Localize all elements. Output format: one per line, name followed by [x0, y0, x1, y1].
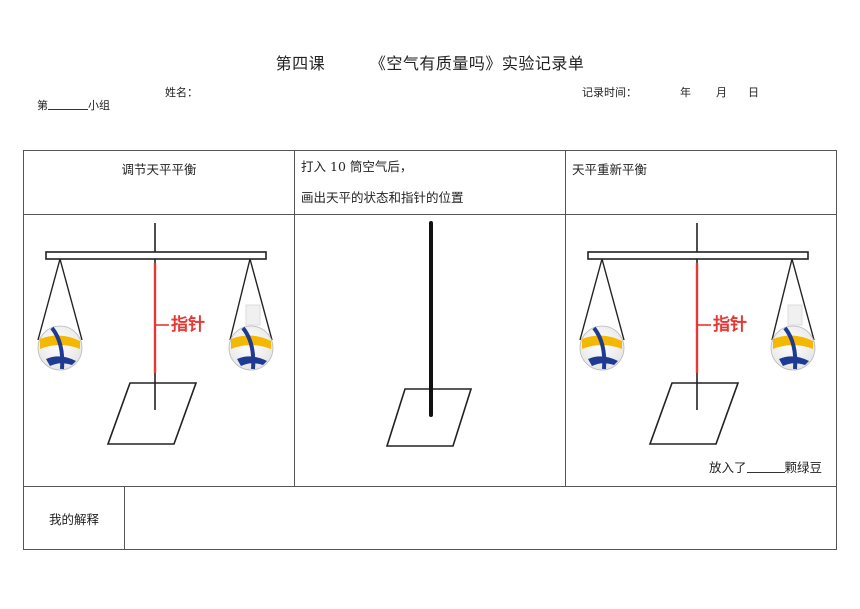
header-cell-balance: 调节天平平衡 — [22, 150, 296, 215]
draw-area-cell[interactable] — [294, 214, 567, 487]
beans-count-blank[interactable] — [746, 462, 785, 473]
rebalanced-scale-cell: 指针 放入了颗 — [565, 214, 838, 487]
pointer-label: 指针 — [171, 314, 205, 335]
right-string-a — [229, 258, 251, 341]
right-needle-cap — [245, 304, 261, 326]
year-label: 年 — [680, 86, 691, 99]
left-string-b — [59, 258, 83, 341]
left-string-a — [579, 258, 603, 341]
group-prefix: 第 — [37, 99, 48, 112]
record-table: 调节天平平衡 打入 10 筒空气后， 画出天平的状态和指针的位置 天平重新平衡 — [22, 150, 838, 550]
pointer-label: 指针 — [713, 314, 747, 335]
header-after-air-line2: 画出天平的状态和指针的位置 — [301, 190, 464, 205]
record-time-label: 记录时间： — [582, 86, 637, 99]
right-string-b — [249, 258, 273, 341]
right-volleyball — [228, 304, 274, 371]
explain-answer-area[interactable] — [123, 486, 838, 550]
beans-caption: 放入了 颗绿豆 — [709, 457, 822, 476]
drawing-row: 指针 — [22, 214, 838, 487]
right-string-a — [771, 258, 793, 341]
caption-prefix: 放入了 — [708, 460, 747, 475]
header-cell-after-air: 打入 10 筒空气后， 画出天平的状态和指针的位置 — [294, 150, 567, 215]
page-title: 第四课 《空气有质量吗》实验记录单 — [275, 54, 585, 73]
left-string-a — [37, 258, 61, 341]
draw-area-drawing — [385, 221, 473, 447]
left-string-b — [601, 258, 625, 341]
scale-beam — [45, 251, 267, 260]
caption-suffix: 颗绿豆 — [784, 460, 823, 475]
rebalanced-scale-drawing: 指针 — [579, 223, 816, 445]
explain-label: 我的解释 — [23, 486, 125, 550]
scale-base — [648, 382, 740, 445]
day-label: 日 — [748, 86, 759, 99]
right-needle-cap — [787, 304, 803, 326]
balanced-scale-drawing: 指针 — [37, 223, 274, 445]
header-row: 调节天平平衡 打入 10 筒空气后， 画出天平的状态和指针的位置 天平重新平衡 — [22, 150, 838, 215]
header-cell-rebalance: 天平重新平衡 — [565, 150, 838, 215]
month-label: 月 — [716, 86, 727, 99]
balanced-scale-cell: 指针 — [22, 214, 296, 487]
draw-area-base — [385, 388, 473, 447]
group-blank[interactable] — [48, 99, 88, 110]
scale-base — [106, 382, 198, 445]
group-field: 第 小组 — [30, 84, 110, 113]
header-after-air-line1: 打入 10 筒空气后， — [301, 159, 413, 174]
explain-row: 我的解释 — [23, 486, 838, 550]
right-string-b — [791, 258, 815, 341]
group-suffix: 小组 — [88, 99, 110, 112]
left-volleyball — [579, 325, 625, 371]
name-label: 姓名： — [165, 86, 198, 99]
right-volleyball — [770, 304, 816, 371]
scale-beam — [587, 251, 809, 260]
left-volleyball — [37, 325, 83, 371]
